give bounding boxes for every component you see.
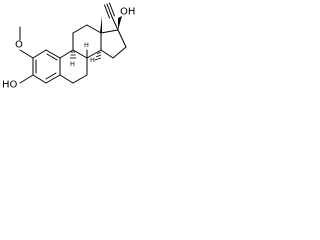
ring-d [100,29,127,59]
ring-b [59,49,88,84]
hydroxyl-3-label: HO [2,80,18,91]
ring-c [72,24,102,59]
h-14-hash [94,51,102,61]
h-9-label: H [70,60,75,68]
hydroxyl-17-label: OH [120,7,135,18]
ring-a-aromatic [32,49,61,84]
ethynyl-group [104,2,119,31]
h-9-hash [70,51,76,59]
h-14-label: H [90,56,95,64]
h-8-label: H [84,41,89,49]
hydroxyl-3-bond [19,74,34,84]
methyl-wedge [100,16,102,33]
molecule-structure: OH O HO H H H [2,2,135,91]
hydroxyl-17-wedge [118,16,122,30]
methoxy-bond [19,49,34,59]
methoxy-oxygen-label: O [15,40,23,51]
